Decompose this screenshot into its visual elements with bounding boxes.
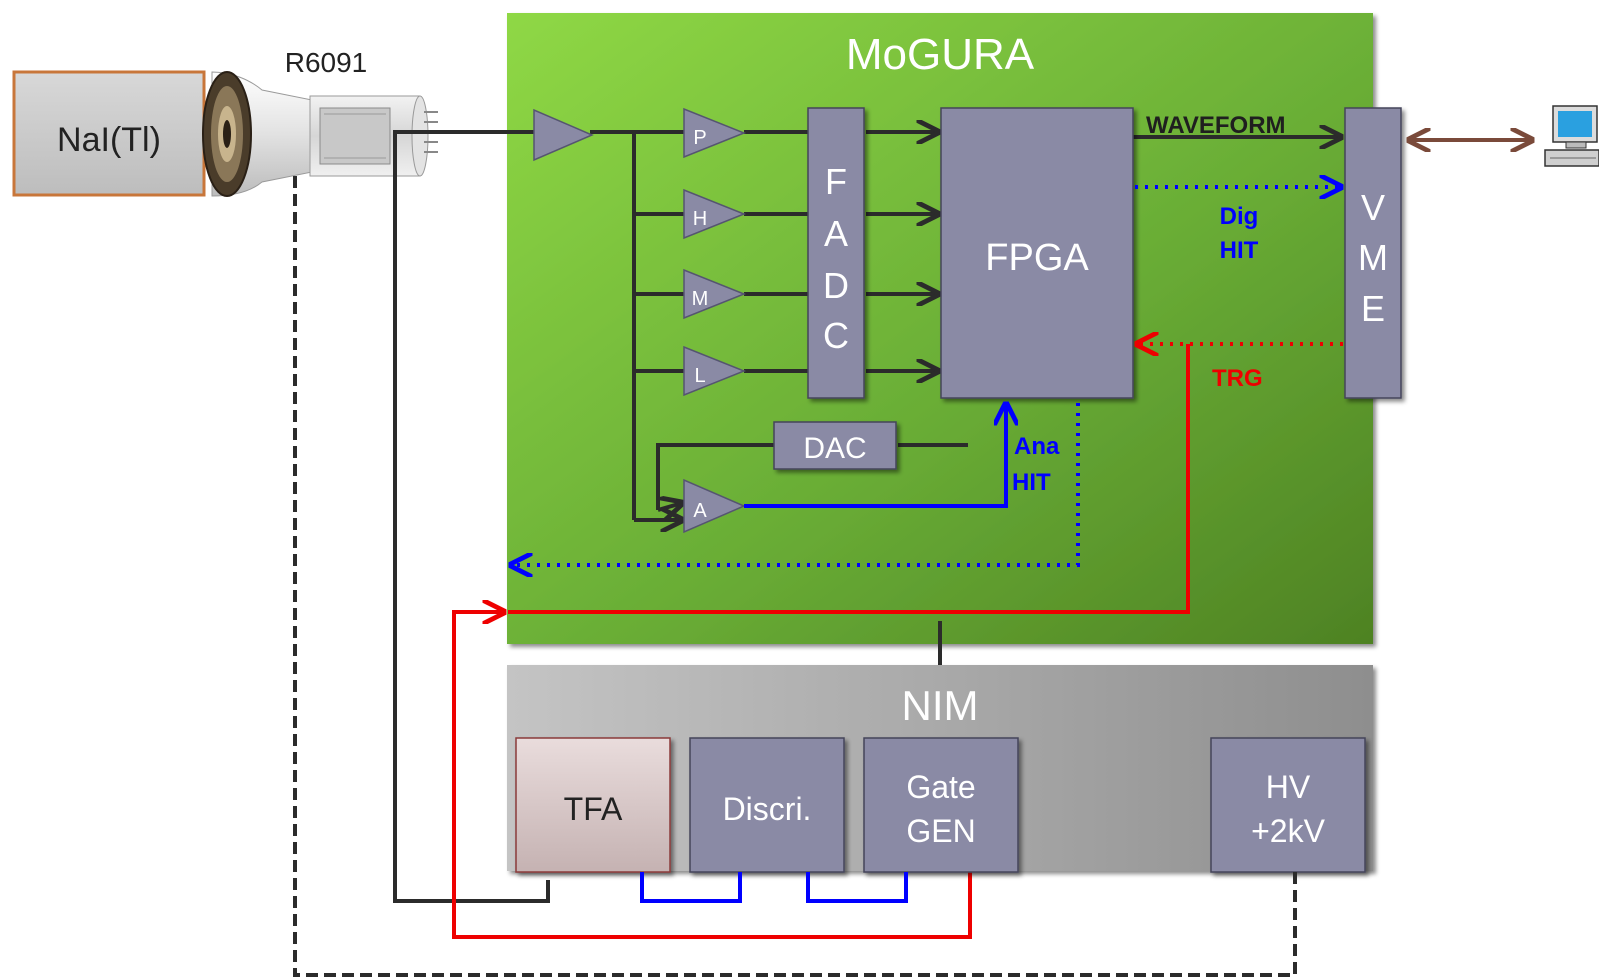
fadc-block — [807, 107, 865, 399]
discri-module — [689, 737, 845, 873]
vme-block — [1344, 107, 1402, 399]
gate-gen-module — [863, 737, 1019, 873]
fpga-label: FPGA — [985, 237, 1089, 279]
pmt-label: R6091 — [285, 47, 368, 78]
trg-label: TRG — [1212, 365, 1263, 392]
dig-hit-label-line2: HIT — [1220, 237, 1259, 264]
amp-h — [683, 188, 747, 240]
amp-a — [683, 478, 746, 534]
dig-hit-label-line1: Dig — [1220, 203, 1259, 230]
amp-a-label: A — [693, 500, 707, 522]
pmt-tube — [202, 71, 438, 197]
hv-supply-line — [293, 175, 1297, 977]
hv-module — [1210, 737, 1366, 873]
computer-icon — [1544, 105, 1599, 167]
mogura-title: MoGURA — [846, 30, 1035, 79]
tfa-label: TFA — [564, 791, 623, 827]
vme-letter-e: E — [1361, 288, 1385, 329]
ana-hit-label-line1: Ana — [1014, 433, 1060, 460]
nim-blue-links — [640, 872, 908, 903]
trigger-signals — [452, 344, 1343, 939]
analog-wiring — [393, 130, 968, 903]
shaping-amplifiers — [683, 107, 747, 534]
amp-l-label: L — [694, 365, 705, 387]
fadc-letter-c: C — [823, 315, 849, 356]
dac-block — [773, 421, 897, 470]
fadc-letter-f: F — [825, 161, 847, 202]
fadc-to-fpga-arrows — [634, 132, 1341, 520]
dac-label: DAC — [803, 432, 866, 465]
amp-p-label: P — [693, 127, 706, 149]
hv-label-line2: +2kV — [1251, 813, 1325, 849]
amp-m-label: M — [692, 288, 709, 310]
fpga-block — [940, 107, 1134, 399]
amp-p — [683, 107, 747, 159]
amp-l — [683, 345, 747, 397]
vme-letter-m: M — [1358, 237, 1388, 278]
nim-title: NIM — [902, 682, 979, 729]
mogura-board — [507, 13, 1373, 644]
hit-signals — [511, 187, 1341, 565]
tfa-module — [515, 737, 671, 873]
fadc-letter-d: D — [823, 265, 849, 306]
amp-h-label: H — [693, 208, 707, 230]
nai-crystal-label: NaI(Tl) — [57, 121, 161, 159]
amp-m — [683, 268, 747, 320]
gate-gen-label-line1: Gate — [906, 769, 975, 805]
hv-label-line1: HV — [1266, 769, 1311, 805]
discri-label: Discri. — [723, 791, 812, 827]
nai-crystal — [12, 70, 206, 197]
ana-hit-label-line2: HIT — [1012, 469, 1051, 496]
fadc-letter-a: A — [824, 213, 848, 254]
waveform-label: WAVEFORM — [1146, 112, 1286, 139]
preamp-triangle — [533, 108, 594, 162]
gate-gen-label-line2: GEN — [906, 813, 975, 849]
vme-letter-v: V — [1361, 187, 1385, 228]
